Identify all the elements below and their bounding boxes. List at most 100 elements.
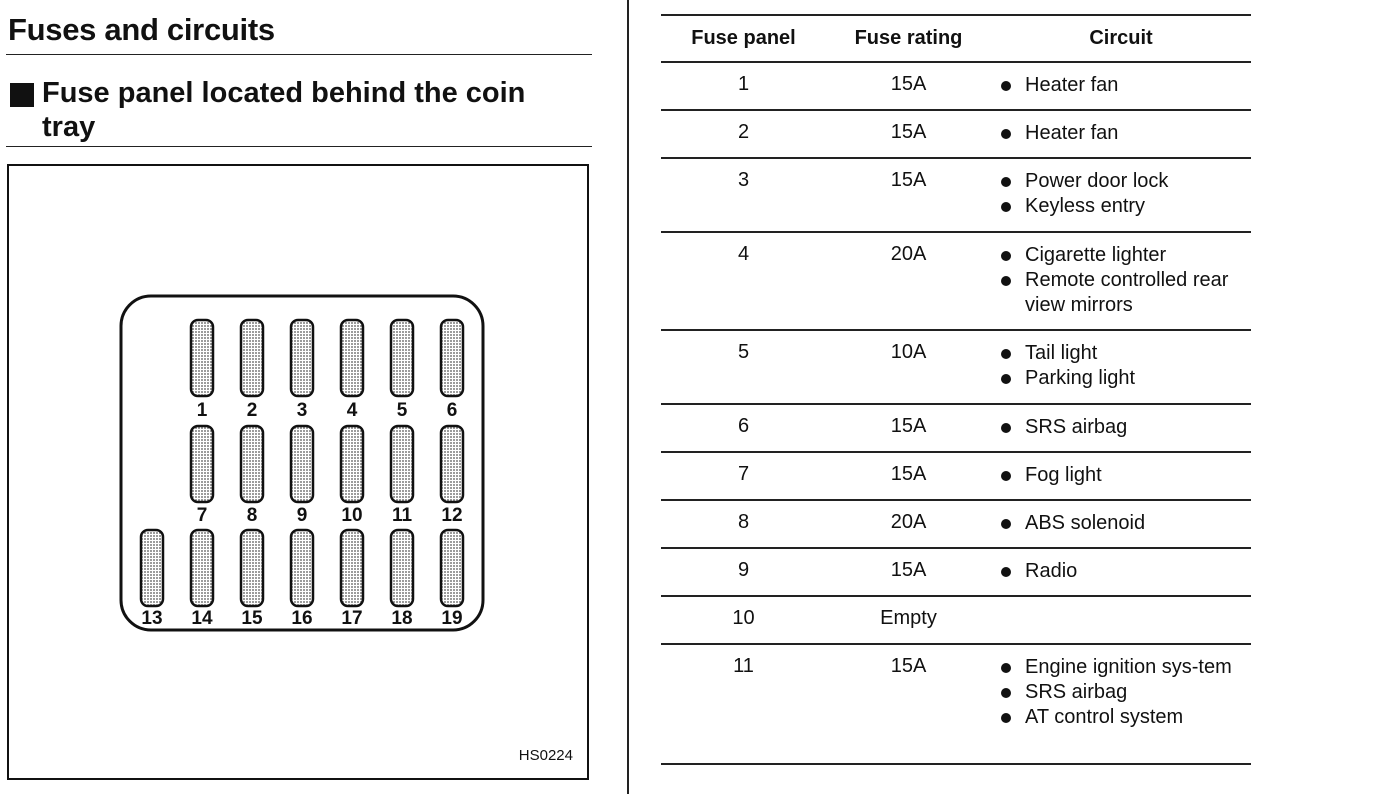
circuit-item: Radio xyxy=(991,559,1251,584)
circuit-text: Heater fan xyxy=(1025,122,1119,144)
circuit-item: Keyless entry xyxy=(991,194,1251,219)
cell-circuit: ABS solenoid xyxy=(991,501,1251,547)
left-column: Fuses and circuits Fuse panel located be… xyxy=(0,0,600,794)
circuit-item: Heater fan xyxy=(991,73,1251,98)
row-rule xyxy=(661,499,1251,501)
cell-circuit: Heater fan xyxy=(991,111,1251,157)
cell-fuse-rating: 20A xyxy=(890,243,927,265)
cell-fuse-rating: 15A xyxy=(890,169,927,191)
cell-fuse-rating: 15A xyxy=(890,559,927,581)
circuit-item: Cigarette lighter xyxy=(991,243,1251,268)
circuit-text: ABS solenoid xyxy=(1025,512,1146,534)
row-rule xyxy=(661,329,1251,331)
fuse-icon xyxy=(289,318,315,398)
circuit-text: Remote controlled rear view mirrors xyxy=(1025,269,1229,316)
fuse-icon xyxy=(339,424,365,504)
cell-fuse-panel: 8 xyxy=(737,511,750,533)
circuit-text: Heater fan xyxy=(1025,74,1119,96)
fuse-number-label: 17 xyxy=(341,608,362,629)
fuse-icon xyxy=(239,424,265,504)
circuit-text: Parking light xyxy=(1025,367,1136,389)
fuse-number-label: 8 xyxy=(247,505,258,526)
cell-fuse-rating: 10A xyxy=(890,341,927,363)
column-divider xyxy=(627,0,629,794)
cell-circuit: Heater fan xyxy=(991,63,1251,109)
section-rule xyxy=(6,146,592,147)
fuse-box-outline xyxy=(119,294,485,632)
section-heading-text: Fuse panel located behind the coin tray xyxy=(42,77,526,143)
fuse-icon xyxy=(189,318,215,398)
cell-fuse-panel: 5 xyxy=(737,341,750,363)
circuit-item: Parking light xyxy=(991,366,1251,391)
fuse-number-label: 1 xyxy=(197,400,208,421)
fuse-number-label: 2 xyxy=(247,400,258,421)
bullet-icon xyxy=(991,705,1025,730)
fuse-number-label: 12 xyxy=(441,505,462,526)
cell-fuse-panel: 2 xyxy=(737,121,750,143)
circuit-item: Engine ignition sys-tem xyxy=(991,655,1251,680)
cell-fuse-rating: 20A xyxy=(890,511,927,533)
circuit-text: AT control system xyxy=(1025,706,1184,728)
fuse-number-label: 16 xyxy=(291,608,312,629)
fuse-number-label: 10 xyxy=(341,505,362,526)
circuit-item: Remote controlled rear view mirrors xyxy=(991,268,1251,318)
fuse-slot: 2 xyxy=(239,318,265,421)
bullet-icon xyxy=(991,463,1025,488)
table-row: 7 15A Fog light xyxy=(661,453,1251,499)
cell-fuse-rating: 15A xyxy=(890,121,927,143)
cell-fuse-panel: 1 xyxy=(737,73,750,95)
fuse-number-label: 3 xyxy=(297,400,308,421)
fuse-number-label: 19 xyxy=(441,608,462,629)
cell-fuse-rating: 15A xyxy=(890,655,927,677)
cell-fuse-rating: 15A xyxy=(890,415,927,437)
cell-circuit: SRS airbag xyxy=(991,405,1251,451)
cell-fuse-panel: 4 xyxy=(737,243,750,265)
fuse-slot: 15 xyxy=(239,528,265,629)
cell-fuse-panel: 9 xyxy=(737,559,750,581)
fuse-number-label: 5 xyxy=(397,400,408,421)
row-rule xyxy=(661,595,1251,597)
circuit-item: ABS solenoid xyxy=(991,511,1251,536)
fuse-slot: 4 xyxy=(339,318,365,421)
cell-fuse-rating: 15A xyxy=(890,463,927,485)
table-row: 9 15A Radio xyxy=(661,549,1251,595)
circuit-item: Heater fan xyxy=(991,121,1251,146)
bullet-icon xyxy=(991,243,1025,268)
fuse-icon xyxy=(439,528,465,608)
fuse-number-label: 4 xyxy=(347,400,358,421)
header-fuse-rating: Fuse rating xyxy=(854,27,963,49)
circuit-text: SRS airbag xyxy=(1025,416,1128,438)
circuit-text: Cigarette lighter xyxy=(1025,244,1167,266)
fuse-icon xyxy=(289,528,315,608)
table-header: Fuse panel Fuse rating Circuit xyxy=(661,16,1251,61)
row-rule xyxy=(661,109,1251,111)
cell-fuse-panel: 7 xyxy=(737,463,750,485)
bullet-icon xyxy=(991,73,1025,98)
cell-fuse-panel: 10 xyxy=(732,607,755,629)
fuse-number-label: 6 xyxy=(447,400,458,421)
square-bullet-icon xyxy=(10,83,34,107)
fuse-slot: 19 xyxy=(439,528,465,629)
fuse-slot: 10 xyxy=(339,424,365,526)
bullet-icon xyxy=(991,415,1025,440)
circuit-item: SRS airbag xyxy=(991,680,1251,705)
cell-fuse-panel: 11 xyxy=(733,655,754,677)
bullet-icon xyxy=(991,511,1025,536)
circuit-item: SRS airbag xyxy=(991,415,1251,440)
circuit-item: Fog light xyxy=(991,463,1251,488)
circuit-text: Fog light xyxy=(1025,464,1102,486)
circuit-item: Power door lock xyxy=(991,169,1251,194)
figure-code: HS0224 xyxy=(518,747,573,764)
fuse-number-label: 7 xyxy=(197,505,208,526)
bullet-icon xyxy=(991,194,1025,219)
bullet-icon xyxy=(991,169,1025,194)
fuse-slot: 18 xyxy=(389,528,415,629)
